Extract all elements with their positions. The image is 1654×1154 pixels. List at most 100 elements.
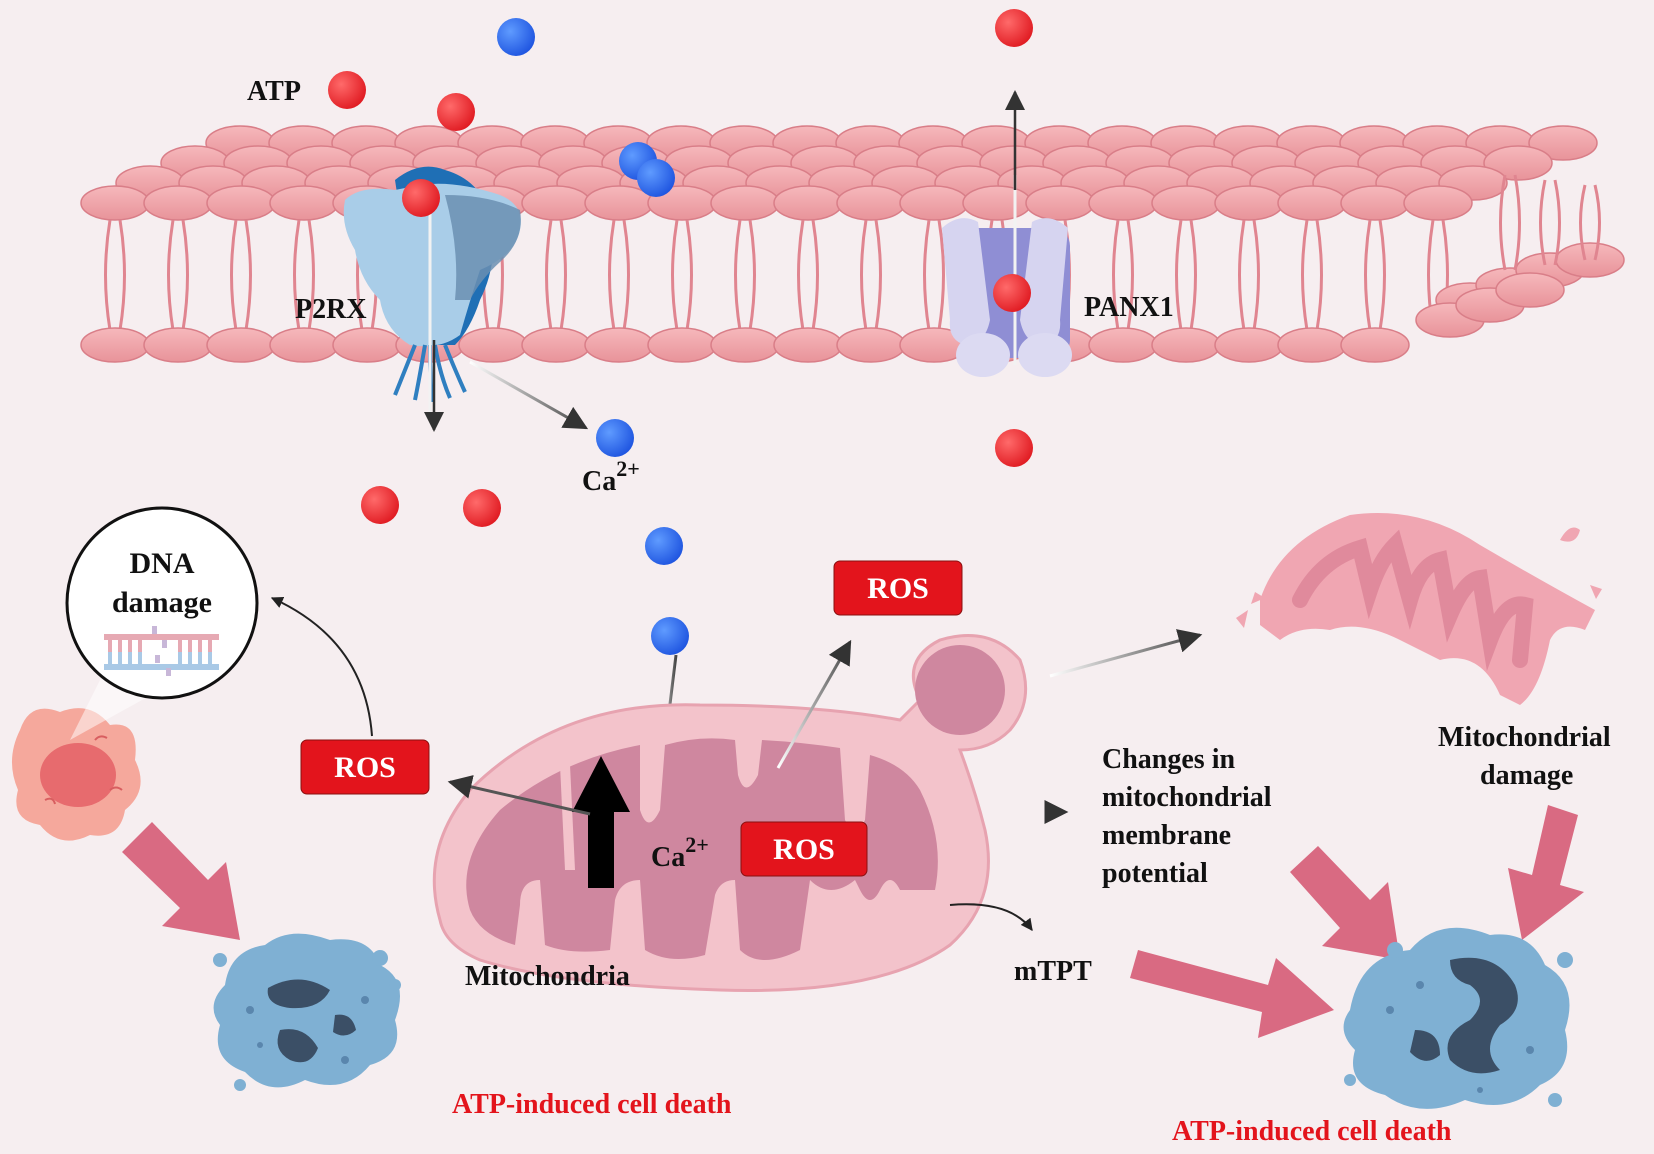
lipid-tail bbox=[1579, 184, 1601, 261]
dna-damage-label-1: DNA bbox=[130, 547, 195, 580]
lipid-head bbox=[269, 185, 339, 221]
lipid-head bbox=[521, 185, 591, 221]
lipid-tail bbox=[1175, 219, 1197, 331]
lipid-head bbox=[836, 185, 906, 221]
lipid-head bbox=[962, 185, 1032, 221]
atp-ball bbox=[993, 274, 1031, 312]
ca-ball bbox=[596, 419, 634, 457]
pink-arrow-left bbox=[122, 822, 240, 940]
ca-release-arrow bbox=[469, 360, 589, 430]
lipid-tail bbox=[797, 219, 819, 331]
lipid-head bbox=[1088, 327, 1158, 363]
lipid-head bbox=[773, 327, 843, 363]
membrane-potential-label-4: potential bbox=[1102, 858, 1208, 889]
dna-damage-label-2: damage bbox=[112, 586, 212, 619]
ca-label-inner-base: Ca bbox=[651, 842, 685, 873]
dna-damage-arrow bbox=[270, 596, 373, 737]
lipid-head bbox=[1340, 185, 1410, 221]
lipid-head bbox=[899, 185, 969, 221]
atp-ball bbox=[402, 179, 440, 217]
lipid-head bbox=[458, 327, 528, 363]
ros-label-left: ROS bbox=[334, 751, 396, 784]
dna-strand-icon bbox=[104, 626, 219, 676]
lipid-tail bbox=[923, 219, 945, 331]
ros-upper-arrow bbox=[776, 639, 852, 769]
ca-label-outer-base: Ca bbox=[582, 466, 616, 497]
lipid-head bbox=[1555, 242, 1625, 278]
pink-arrow-membrane bbox=[1290, 846, 1400, 960]
atp-ball bbox=[361, 486, 399, 524]
lipid-head bbox=[206, 327, 276, 363]
ca-ball bbox=[497, 18, 535, 56]
mito-damage-label-1: Mitochondrial bbox=[1438, 722, 1611, 753]
dead-cell-left bbox=[213, 933, 401, 1091]
ca-label-inner: Ca2+ bbox=[651, 832, 709, 873]
panx1-label: PANX1 bbox=[1084, 292, 1174, 323]
atp-ball bbox=[995, 9, 1033, 47]
lipid-tail bbox=[230, 219, 252, 331]
ca-label-inner-sup: 2+ bbox=[685, 832, 709, 857]
lipid-head bbox=[521, 327, 591, 363]
lipid-tail bbox=[545, 219, 567, 331]
ros-box-left: ROS bbox=[300, 739, 430, 795]
mtpt-arrow bbox=[949, 903, 1033, 931]
atp-ball bbox=[328, 71, 366, 109]
mito-damage-label-2: damage bbox=[1480, 760, 1573, 791]
atp-ball bbox=[463, 489, 501, 527]
lipid-head bbox=[332, 327, 402, 363]
lipid-head bbox=[1214, 327, 1284, 363]
ca-ball bbox=[645, 527, 683, 565]
cell-death-label-left: ATP-induced cell death bbox=[452, 1089, 732, 1120]
lipid-head bbox=[1340, 327, 1410, 363]
lipid-tail bbox=[1301, 219, 1323, 331]
lipid-head bbox=[1088, 185, 1158, 221]
lipid-head bbox=[269, 327, 339, 363]
lipid-head bbox=[143, 185, 213, 221]
damaged-mitochondrion bbox=[1236, 513, 1602, 705]
atp-molecules bbox=[328, 9, 1033, 527]
lipid-head bbox=[710, 327, 780, 363]
mito-damage-arrow bbox=[1049, 629, 1203, 678]
lipid-tail bbox=[167, 219, 189, 331]
pink-arrow-mito-damage bbox=[1508, 805, 1584, 940]
lipid-head bbox=[647, 327, 717, 363]
dead-cell-right bbox=[1343, 927, 1573, 1109]
lipid-tail bbox=[671, 219, 693, 331]
p2rx-label: P2RX bbox=[295, 294, 367, 325]
lipid-tail bbox=[1364, 219, 1386, 331]
ros-label-upper: ROS bbox=[867, 572, 929, 605]
lipid-head bbox=[1495, 272, 1565, 308]
lipid-head bbox=[773, 185, 843, 221]
ca-ball bbox=[651, 617, 689, 655]
ca-ball bbox=[637, 159, 675, 197]
increase-arrow-icon bbox=[572, 756, 630, 888]
ca-label-outer-sup: 2+ bbox=[616, 456, 640, 481]
lipid-head bbox=[80, 327, 150, 363]
ros-left-arrow bbox=[447, 775, 591, 816]
lipid-tail bbox=[608, 219, 630, 331]
lipid-head bbox=[1277, 185, 1347, 221]
lipid-head bbox=[1483, 145, 1553, 181]
lipid-head bbox=[206, 185, 276, 221]
lipid-tail bbox=[1499, 174, 1521, 271]
membrane-potential-label-2: mitochondrial bbox=[1102, 782, 1272, 813]
atp-label: ATP bbox=[247, 76, 301, 107]
membrane-potential-label-3: membrane bbox=[1102, 820, 1231, 851]
ros-box-inner: ROS bbox=[740, 821, 868, 877]
lipid-head bbox=[1151, 327, 1221, 363]
lipid-head bbox=[1277, 327, 1347, 363]
lipid-tail bbox=[860, 219, 882, 331]
lipid-head bbox=[1528, 125, 1598, 161]
atp-ball bbox=[437, 93, 475, 131]
lipid-head bbox=[836, 327, 906, 363]
lipid-head bbox=[584, 327, 654, 363]
lipid-tail bbox=[734, 219, 756, 331]
ca-label-outer: Ca2+ bbox=[582, 456, 640, 497]
lipid-head bbox=[80, 185, 150, 221]
lipid-tail bbox=[1112, 219, 1134, 331]
pink-arrow-mtpt bbox=[1130, 950, 1334, 1038]
lipid-tail bbox=[1539, 179, 1561, 266]
lipid-head bbox=[710, 185, 780, 221]
lipid-head bbox=[1403, 185, 1473, 221]
